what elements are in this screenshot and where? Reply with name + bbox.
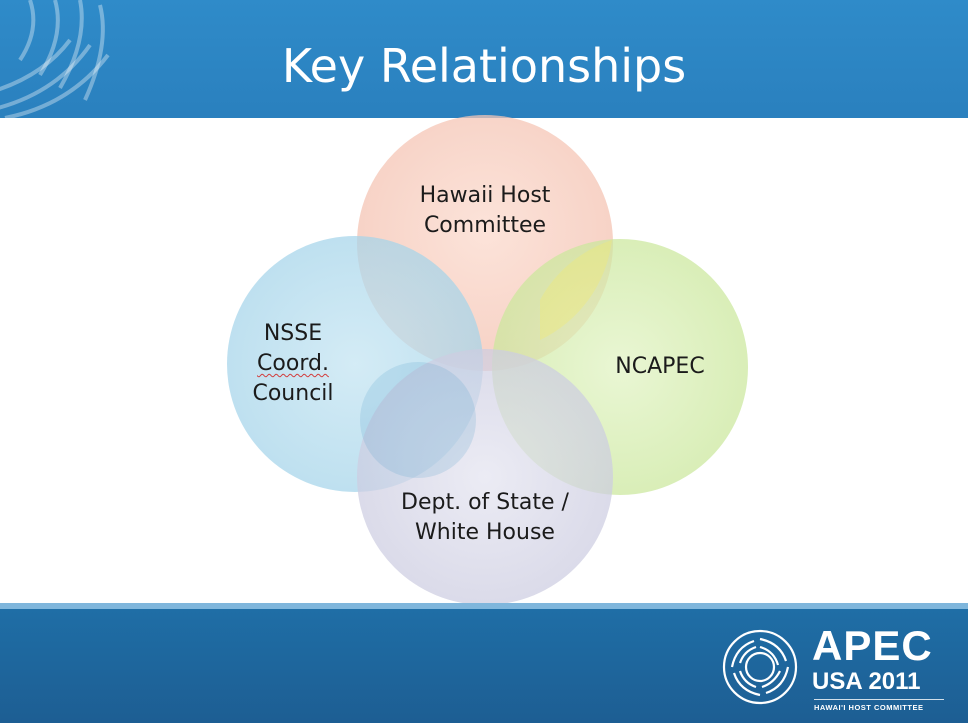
label-nsse-line3: Council: [252, 381, 334, 406]
footer-divider: [0, 603, 968, 609]
label-ncapec: NCAPEC: [590, 352, 730, 382]
logo-title: APEC: [812, 622, 933, 669]
venn-circle-state: [357, 349, 613, 605]
overlap-nsse-state: [360, 362, 476, 478]
footer-bar: [0, 609, 968, 723]
slide-title: Key Relationships: [281, 39, 687, 93]
logo-subtitle: USA 2011: [812, 668, 921, 695]
label-state-line2: White House: [415, 520, 555, 545]
label-nsse: NSSE Coord. Council: [238, 319, 348, 409]
label-nsse-line2: Coord.: [257, 351, 329, 376]
swirl-logo-icon: [0, 0, 110, 118]
label-nsse-line1: NSSE: [263, 321, 323, 346]
header-bar: Key Relationships: [0, 0, 968, 118]
label-hawaii-line1: Hawaii Host: [419, 183, 551, 208]
label-ncapec-line1: NCAPEC: [615, 354, 705, 379]
label-hawaii: Hawaii Host Committee: [385, 181, 585, 241]
label-hawaii-line2: Committee: [423, 213, 547, 238]
apec-swirl-logo-icon: [722, 629, 798, 705]
label-state-line1: Dept. of State /: [401, 490, 569, 515]
label-state: Dept. of State / White House: [375, 488, 595, 548]
logo-divider: [814, 699, 944, 700]
logo-caption: HAWAI'I HOST COMMITTEE: [814, 703, 924, 712]
overlap-hawaii-ncapec: [540, 240, 612, 340]
